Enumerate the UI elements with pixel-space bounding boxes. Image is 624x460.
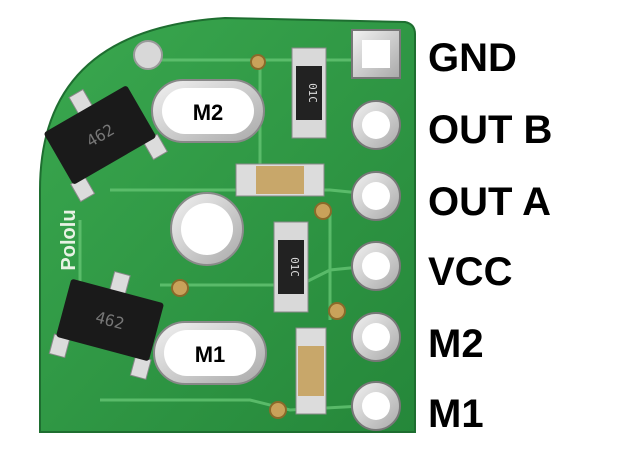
pin-outa-pad (351, 171, 401, 221)
hall-sensor-bottom: 462 (48, 270, 164, 380)
pin-vcc-pad (351, 241, 401, 291)
header-pins (351, 29, 401, 431)
motor-pad-m2: M2 (151, 79, 265, 143)
pin-label-out-b: OUT B (428, 108, 553, 152)
pin-m2-pad (351, 312, 401, 362)
motor-pad-m1: M1 (153, 321, 267, 385)
pin-label-vcc: VCC (428, 250, 513, 294)
pin-label-gnd: GND (428, 36, 517, 80)
pin-label-out-a: OUT A (428, 180, 551, 224)
resistor-top: 01C (291, 47, 327, 139)
pin-m1-pad (351, 381, 401, 431)
pin-label-m1: M1 (428, 392, 484, 436)
capacitor-horizontal (235, 163, 325, 197)
pololu-silkscreen: Pololu (58, 209, 80, 270)
resistor-middle-marking: 01C (288, 257, 301, 277)
capacitor-vertical (295, 327, 327, 415)
resistor-top-marking: 01C (306, 83, 319, 103)
pin-gnd-pad (351, 29, 401, 79)
resistor-middle: 01C (273, 221, 309, 313)
motor-pad-m1-label: M1 (195, 342, 226, 367)
vias (133, 40, 346, 419)
motor-pad-m2-label: M2 (193, 100, 224, 125)
pin-outb-pad (351, 100, 401, 150)
pin-label-m2: M2 (428, 322, 484, 366)
hall-sensor-top: 462 (44, 86, 168, 203)
